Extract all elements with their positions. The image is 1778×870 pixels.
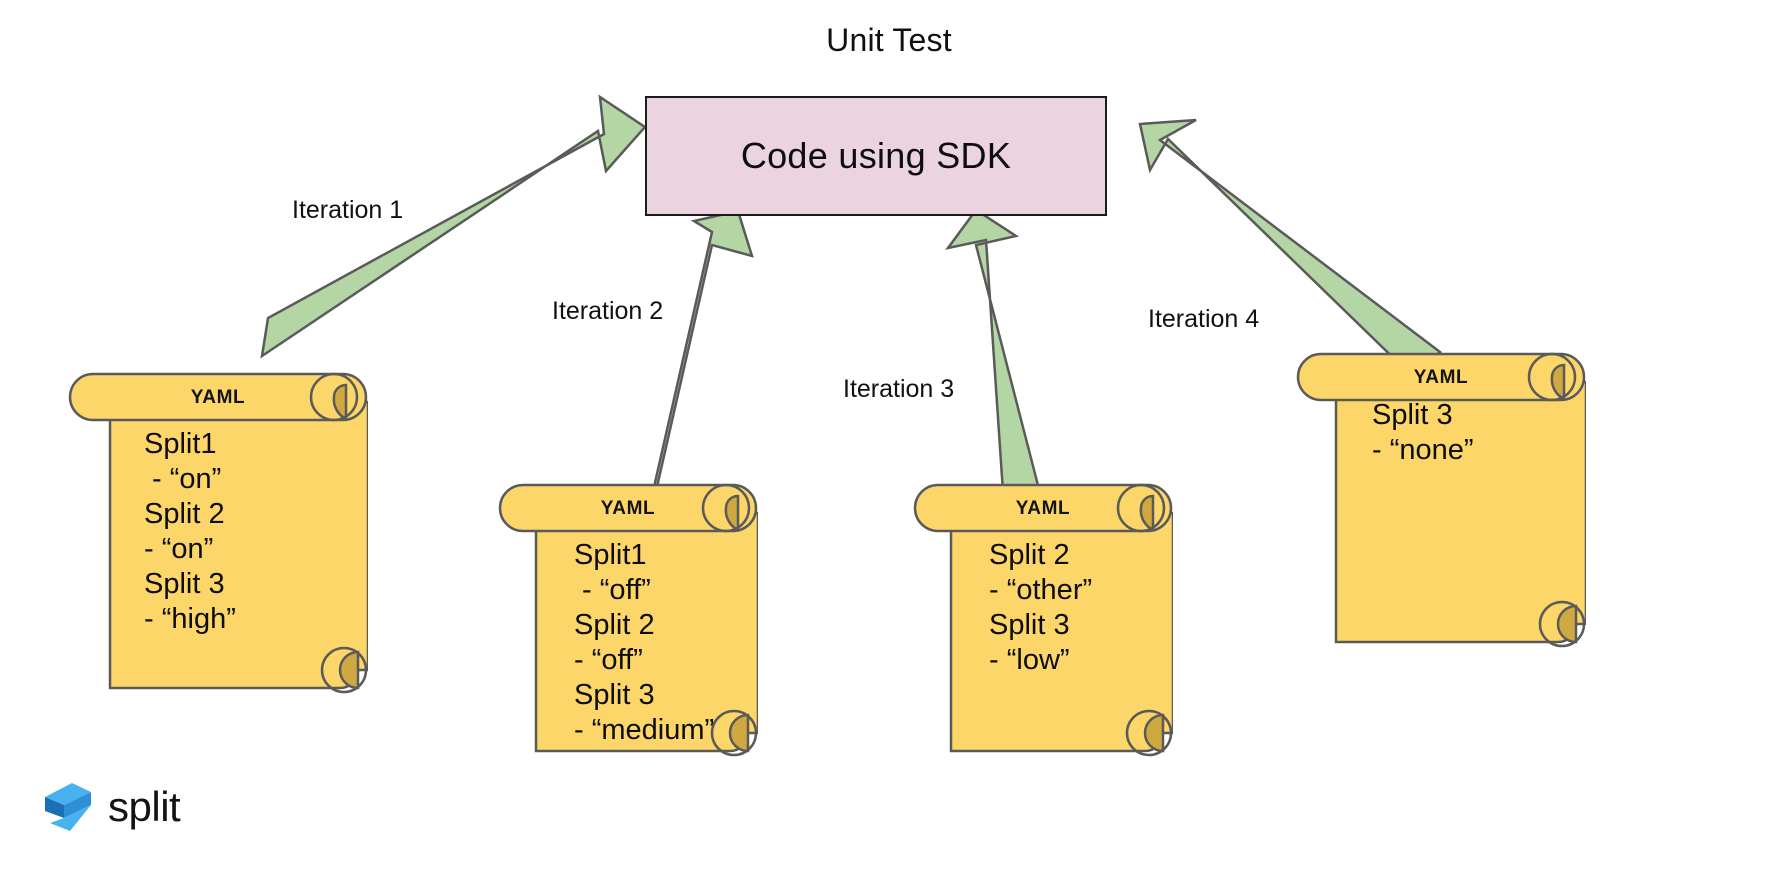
arrow-iteration-3: [945, 208, 1043, 499]
scroll-header-label-1: YAML: [191, 387, 245, 408]
arrow-iteration-4: [1138, 118, 1442, 378]
scroll-header-bar-3: [913, 483, 1173, 533]
scroll-curl-ring-top-3: [1116, 483, 1166, 533]
scroll-header-bar-4: [1296, 352, 1586, 402]
scroll-body-text-1: Split1 - “on” Split 2 - “on” Split 3 - “…: [144, 428, 236, 635]
scroll-body-text-2: Split1 - “off” Split 2 - “off” Split 3 -…: [574, 539, 715, 746]
scroll-curl-bottom-3: [1143, 713, 1165, 753]
yaml-document-2[interactable]: YAML Split1 - “off” Split 2 - “off” Spli…: [498, 483, 758, 768]
scroll-curl-ring-bottom-3: [1125, 709, 1173, 757]
scroll-header-label-4: YAML: [1414, 367, 1468, 388]
scroll-curl-top-2: [724, 494, 740, 533]
central-node-code-using-sdk[interactable]: Code using SDK: [645, 96, 1107, 216]
scroll-header-label-2: YAML: [601, 498, 655, 519]
scroll-curl-bottom-2: [728, 713, 750, 753]
scroll-curl-top-1: [332, 383, 348, 422]
arrow-label-iteration-4: Iteration 4: [1148, 305, 1260, 333]
scroll-curl-ring-top-2: [701, 483, 751, 533]
scroll-header-label-3: YAML: [1016, 498, 1070, 519]
scroll-body-text-4: Split 3 - “none”: [1372, 399, 1474, 466]
scroll-curl-top-3: [1139, 494, 1155, 533]
yaml-document-1[interactable]: YAML Split1 - “on” Split 2 - “on” Split …: [68, 372, 368, 742]
scroll-curl-ring-bottom-1: [320, 646, 368, 694]
scroll-header-bar-2: [498, 483, 758, 533]
page-title: Unit Test: [826, 22, 952, 58]
yaml-document-3[interactable]: YAML Split 2 - “other” Split 3 - “low”: [913, 483, 1173, 768]
arrow-label-iteration-2: Iteration 2: [552, 297, 664, 325]
arrow-iteration-2: [652, 209, 754, 501]
scroll-curl-ring-bottom-4: [1538, 600, 1586, 648]
scroll-curl-bottom-1: [338, 650, 360, 690]
arrow-label-iteration-1: Iteration 1: [292, 196, 404, 224]
scroll-curl-ring-top-1: [309, 372, 359, 422]
split-logo-wordmark: split: [108, 783, 181, 830]
scroll-curl-ring-top-4: [1527, 352, 1577, 402]
split-logo-mark-icon: [45, 783, 91, 831]
scroll-curl-top-4: [1550, 363, 1566, 402]
scroll-curl-ring-bottom-2: [710, 709, 758, 757]
arrow-label-iteration-3: Iteration 3: [843, 375, 955, 403]
yaml-document-4[interactable]: YAML Split 3 - “none”: [1296, 352, 1586, 672]
scroll-curl-bottom-4: [1556, 604, 1578, 644]
scroll-header-bar-1: [68, 372, 368, 422]
split-logo: split: [38, 778, 181, 836]
scroll-body-text-3: Split 2 - “other” Split 3 - “low”: [989, 539, 1093, 676]
central-node-label: Code using SDK: [740, 135, 1012, 176]
